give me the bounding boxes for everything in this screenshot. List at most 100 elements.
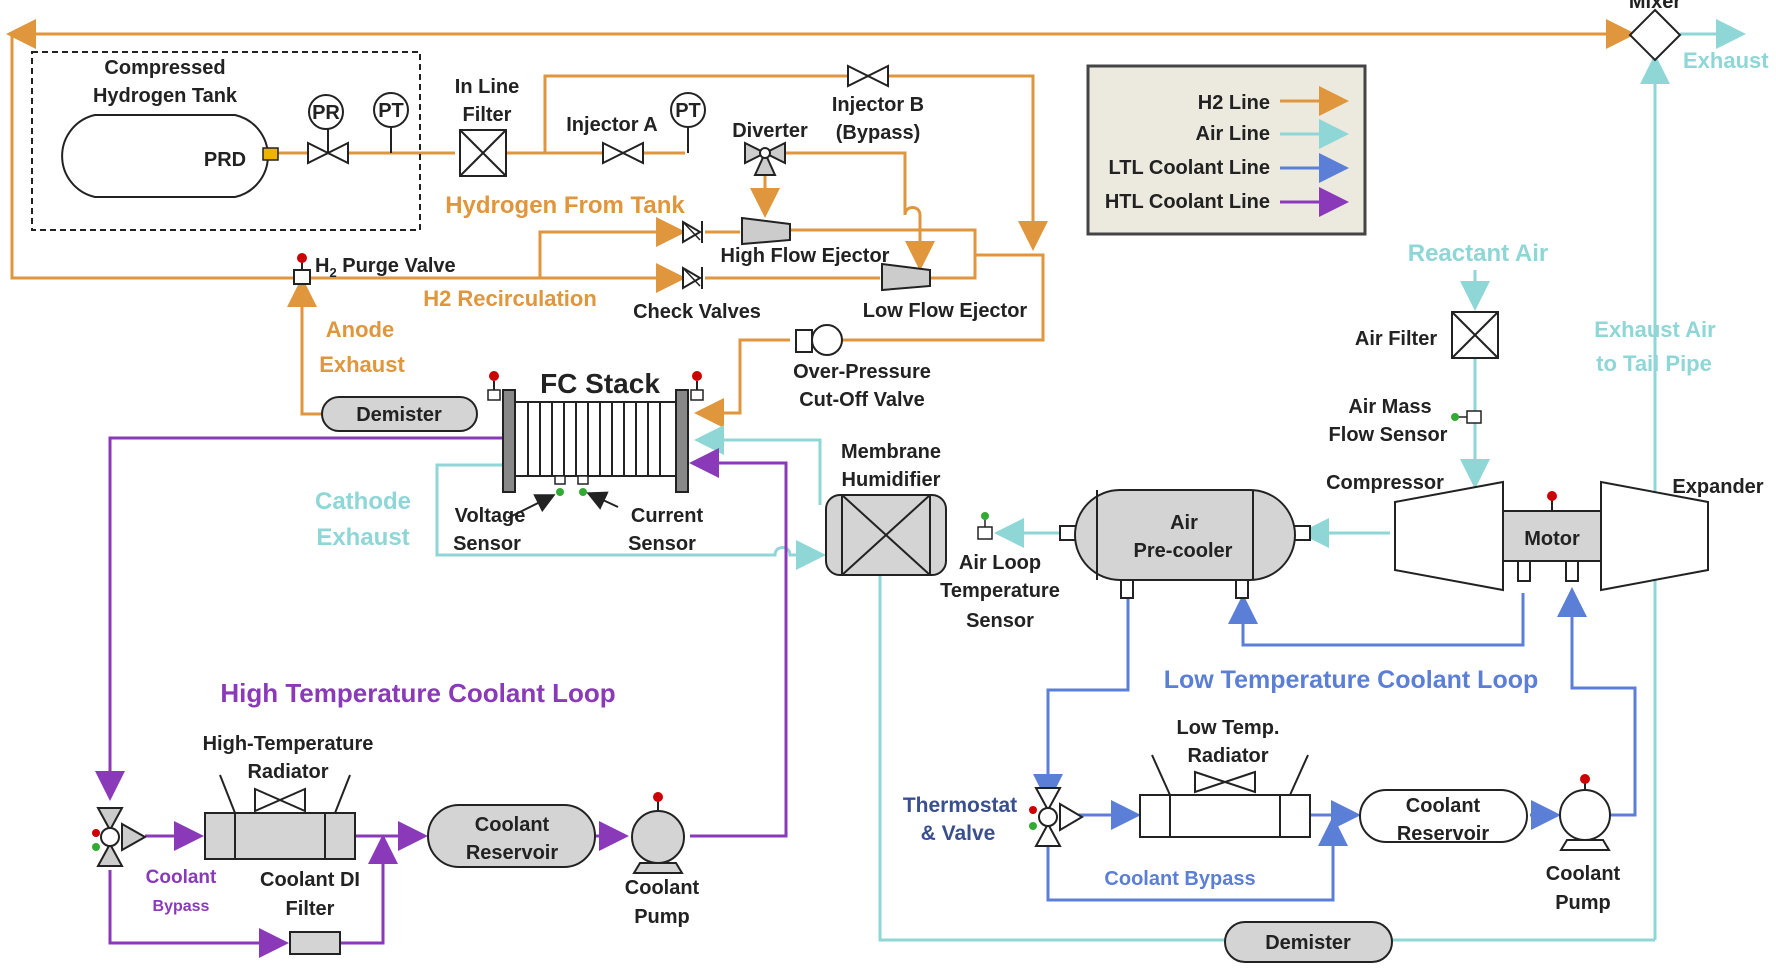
low-flow-ejector: Low Flow Ejector — [863, 262, 1028, 322]
legend: H2 Line Air Line LTL Coolant Line HTL Co… — [1086, 64, 1367, 236]
air-loop-temp-label-1: Air Loop — [959, 552, 1041, 574]
tank-boundary — [31, 51, 421, 231]
low-flow-ejector-label: Low Flow Ejector — [863, 300, 1028, 322]
legend-ltl-label: LTL Coolant Line — [1109, 157, 1270, 179]
coolant-pump-lt-label-1: Coolant — [1546, 863, 1621, 885]
coolant-reservoir-lt: Coolant Reservoir — [1359, 789, 1528, 845]
injector-b-label-2: (Bypass) — [836, 122, 920, 144]
ht-radiator-label-2: Radiator — [247, 761, 328, 783]
fc-stack: FC Stack — [487, 368, 704, 496]
over-pressure-label-1: Over-Pressure — [793, 361, 931, 383]
demister-top: Demister — [321, 396, 478, 432]
air-mass-flow-sensor: Air Mass Flow Sensor — [1329, 396, 1482, 446]
coolant-bypass-ht-label-2: Bypass — [153, 898, 210, 915]
htl-loop-title: High Temperature Coolant Loop — [220, 678, 615, 708]
h2-lines — [5, 19, 1636, 428]
mixer: Mixer Exhaust — [1628, 0, 1769, 73]
anode-exhaust-label-1: Anode — [326, 317, 394, 342]
pt2-label: PT — [675, 100, 701, 122]
air-filter: Air Filter — [1355, 311, 1499, 359]
exhaust-air-label-1: Exhaust Air — [1594, 317, 1716, 342]
air-precooler: Air Pre-cooler — [1059, 489, 1311, 599]
tank-label-2: Hydrogen Tank — [93, 85, 238, 107]
diverter: Diverter — [732, 120, 808, 176]
check-valves-label: Check Valves — [633, 301, 761, 323]
ltl-coolant-lines — [1033, 587, 1637, 902]
current-sensor-label-1: Current — [631, 505, 704, 527]
coolant-pump-ht-label-2: Pump — [634, 906, 690, 928]
legend-htl-label: HTL Coolant Line — [1105, 191, 1270, 213]
pressure-transmitter-2-icon — [670, 92, 706, 128]
tank-label-1: Compressed — [104, 57, 225, 79]
check-valves: Check Valves — [633, 220, 761, 323]
air-filter-label: Air Filter — [1355, 328, 1437, 350]
air-loop-temp-label-2: Temperature — [940, 580, 1060, 602]
coolant-pump-lt-label-2: Pump — [1555, 892, 1611, 914]
high-flow-ejector-label: High Flow Ejector — [721, 245, 890, 267]
coolant-di-label-1: Coolant DI — [260, 869, 360, 891]
coolant-res-ht-label-1: Coolant — [475, 814, 550, 836]
exhaust-label: Exhaust — [1683, 48, 1769, 73]
thermostat-label-2: & Valve — [921, 822, 996, 845]
lt-radiator-label-1: Low Temp. — [1177, 717, 1280, 739]
hydrogen-tank-group: Compressed Hydrogen Tank PRD PR PT — [31, 51, 421, 231]
air-mass-label-1: Air Mass — [1348, 396, 1431, 418]
air-lines — [435, 19, 1746, 942]
mixer-label: Mixer — [1629, 0, 1681, 13]
high-flow-ejector: High Flow Ejector — [721, 216, 890, 267]
h2-purge-valve: H2 Purge Valve — [293, 253, 456, 285]
coolant-pump-ht-label-1: Coolant — [625, 877, 700, 899]
air-precooler-label-1: Air — [1170, 512, 1198, 534]
prd-label: PRD — [204, 149, 246, 171]
air-mass-label-2: Flow Sensor — [1329, 424, 1448, 446]
current-sensor-label-2: Sensor — [628, 533, 696, 555]
pr-label: PR — [312, 102, 340, 124]
air-loop-temp-sensor: Air Loop Temperature Sensor — [940, 512, 1060, 632]
pressure-regulator-icon — [308, 94, 344, 130]
coolant-res-lt-label-1: Coolant — [1406, 795, 1481, 817]
pt-label: PT — [378, 100, 404, 122]
membrane-label-2: Humidifier — [842, 469, 941, 491]
injector-b: Injector B (Bypass) — [832, 64, 924, 144]
htl-three-way-valve — [92, 807, 148, 867]
legend-air-label: Air Line — [1196, 123, 1270, 145]
demister-bottom-label: Demister — [1265, 932, 1351, 954]
over-pressure-label-2: Cut-Off Valve — [799, 389, 925, 411]
reactant-air-label: Reactant Air — [1408, 240, 1548, 267]
coolant-di-label-2: Filter — [286, 898, 335, 920]
pressure-transmitter-icon — [373, 92, 409, 128]
air-loop-temp-label-3: Sensor — [966, 610, 1034, 632]
exhaust-air-label-2: to Tail Pipe — [1596, 351, 1712, 376]
h2-recirculation-label: H2 Recirculation — [423, 286, 597, 311]
injector-a-label: Injector A — [566, 114, 658, 136]
thermostat-valve — [1029, 787, 1084, 847]
membrane-humidifier: Membrane Humidifier — [825, 441, 947, 576]
lt-radiator: Low Temp. Radiator — [1139, 717, 1311, 838]
motor-label: Motor — [1524, 528, 1580, 550]
ltl-loop-title: Low Temperature Coolant Loop — [1164, 666, 1539, 694]
inline-filter: In Line Filter — [455, 76, 519, 177]
membrane-label-1: Membrane — [841, 441, 941, 463]
injector-b-label-1: Injector B — [832, 94, 924, 116]
over-pressure-valve: Over-Pressure Cut-Off Valve — [793, 324, 931, 411]
anode-exhaust-label-2: Exhaust — [319, 352, 405, 377]
prd-icon — [262, 147, 279, 161]
air-precooler-label-2: Pre-cooler — [1134, 540, 1233, 562]
injector-a: Injector A PT — [566, 92, 706, 165]
lt-radiator-label-2: Radiator — [1187, 745, 1268, 767]
voltage-sensor-label-2: Sensor — [453, 533, 521, 555]
coolant-di-filter: Coolant DI Filter — [260, 869, 360, 955]
inline-filter-label-2: Filter — [463, 104, 512, 126]
cathode-exhaust-label-2: Exhaust — [316, 524, 409, 551]
coolant-bypass-lt-label: Coolant Bypass — [1104, 868, 1255, 890]
htl-coolant-lines — [95, 436, 788, 958]
mixer-icon — [1628, 8, 1682, 62]
purge-valve-indicator-icon — [297, 253, 307, 263]
fc-stack-label: FC Stack — [540, 368, 660, 399]
compressor-motor-expander: Compressor Motor Expander — [1326, 472, 1764, 592]
cathode-exhaust-label-1: Cathode — [315, 488, 411, 515]
inline-filter-label-1: In Line — [455, 76, 519, 98]
voltage-sensor-label-1: Voltage — [455, 505, 526, 527]
coolant-reservoir-ht: Coolant Reservoir — [427, 804, 596, 868]
